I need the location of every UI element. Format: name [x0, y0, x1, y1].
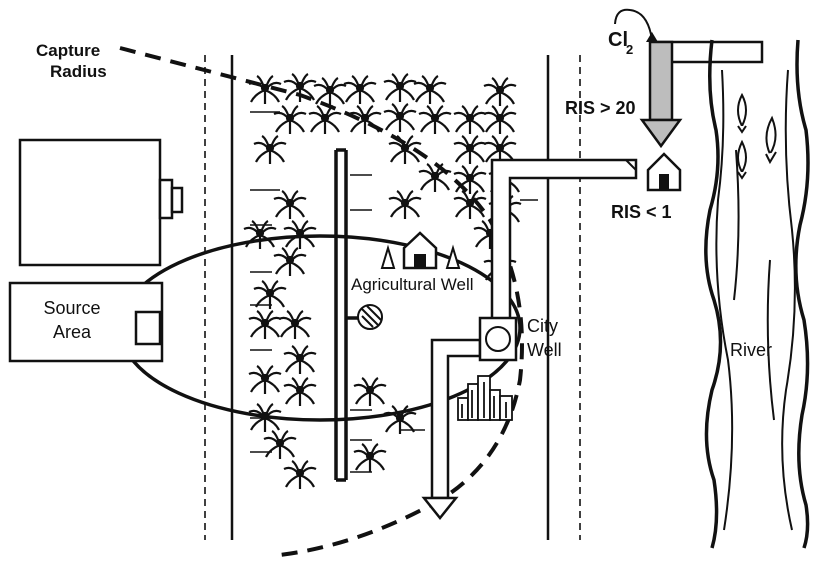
crop-plant-icon — [384, 104, 416, 132]
river: River — [706, 40, 808, 548]
crop-plant-icon — [284, 346, 316, 374]
source-area-box: Source Area — [10, 283, 162, 361]
river-label: River — [730, 340, 772, 360]
factory-building — [20, 140, 182, 265]
crop-plant-icon — [264, 431, 296, 459]
crop-plant-icon — [254, 136, 286, 164]
crop-plant-icon — [419, 106, 451, 134]
down-arrow-icon — [424, 498, 456, 518]
capture-radius-label-line1: Capture — [36, 41, 100, 60]
crop-plant-icon — [484, 106, 516, 134]
crop-plant-icon — [284, 378, 316, 406]
fish-icons — [738, 95, 776, 178]
crop-plant-icon — [249, 366, 281, 394]
ris-less-label: RIS < 1 — [611, 202, 672, 222]
road-right — [548, 55, 580, 540]
crop-plant-icon — [484, 78, 516, 106]
cl2-label: Cl — [608, 29, 628, 51]
crop-plant-icon — [414, 76, 446, 104]
crop-plant-icon — [274, 106, 306, 134]
city-well-label-line1: City — [527, 316, 558, 336]
crop-plant-icon — [454, 136, 486, 164]
chlorine-arrow-icon — [642, 120, 680, 146]
city-well-label-line2: Well — [527, 340, 562, 360]
chlorine-pipe — [615, 10, 762, 146]
agricultural-pipe — [336, 150, 358, 480]
crop-plant-icon — [454, 166, 486, 194]
crop-plant-icon — [349, 106, 381, 134]
source-area-label-line1: Source — [43, 298, 100, 318]
crop-plant-icon — [419, 164, 451, 192]
crop-plant-icon — [309, 106, 341, 134]
agricultural-well — [358, 305, 382, 329]
city-buildings-icon — [458, 376, 512, 420]
crop-plant-icon — [354, 378, 386, 406]
crop-plant-icon — [274, 191, 306, 219]
cl2-subscript: 2 — [626, 42, 633, 57]
capture-radius-label-line2: Radius — [50, 62, 107, 81]
capture-zone-ellipse — [120, 236, 520, 420]
crop-plant-icon — [389, 191, 421, 219]
crop-plant-icon — [454, 106, 486, 134]
crop-plant-icon — [249, 311, 281, 339]
crop-plant-icon — [279, 311, 311, 339]
crop-plant-icon — [384, 74, 416, 102]
farm-house-icon — [382, 233, 459, 268]
source-area-label-line2: Area — [53, 322, 92, 342]
road-left — [205, 55, 232, 540]
ris-greater-label: RIS > 20 — [565, 98, 636, 118]
crop-plant-icon — [354, 444, 386, 472]
crop-plant-icon — [344, 76, 376, 104]
crop-plant-icon — [274, 248, 306, 276]
crop-plant-icon — [314, 78, 346, 106]
agricultural-well-label: Agricultural Well — [351, 275, 474, 294]
city-well: City Well — [424, 160, 636, 518]
crop-plant-icon — [284, 461, 316, 489]
